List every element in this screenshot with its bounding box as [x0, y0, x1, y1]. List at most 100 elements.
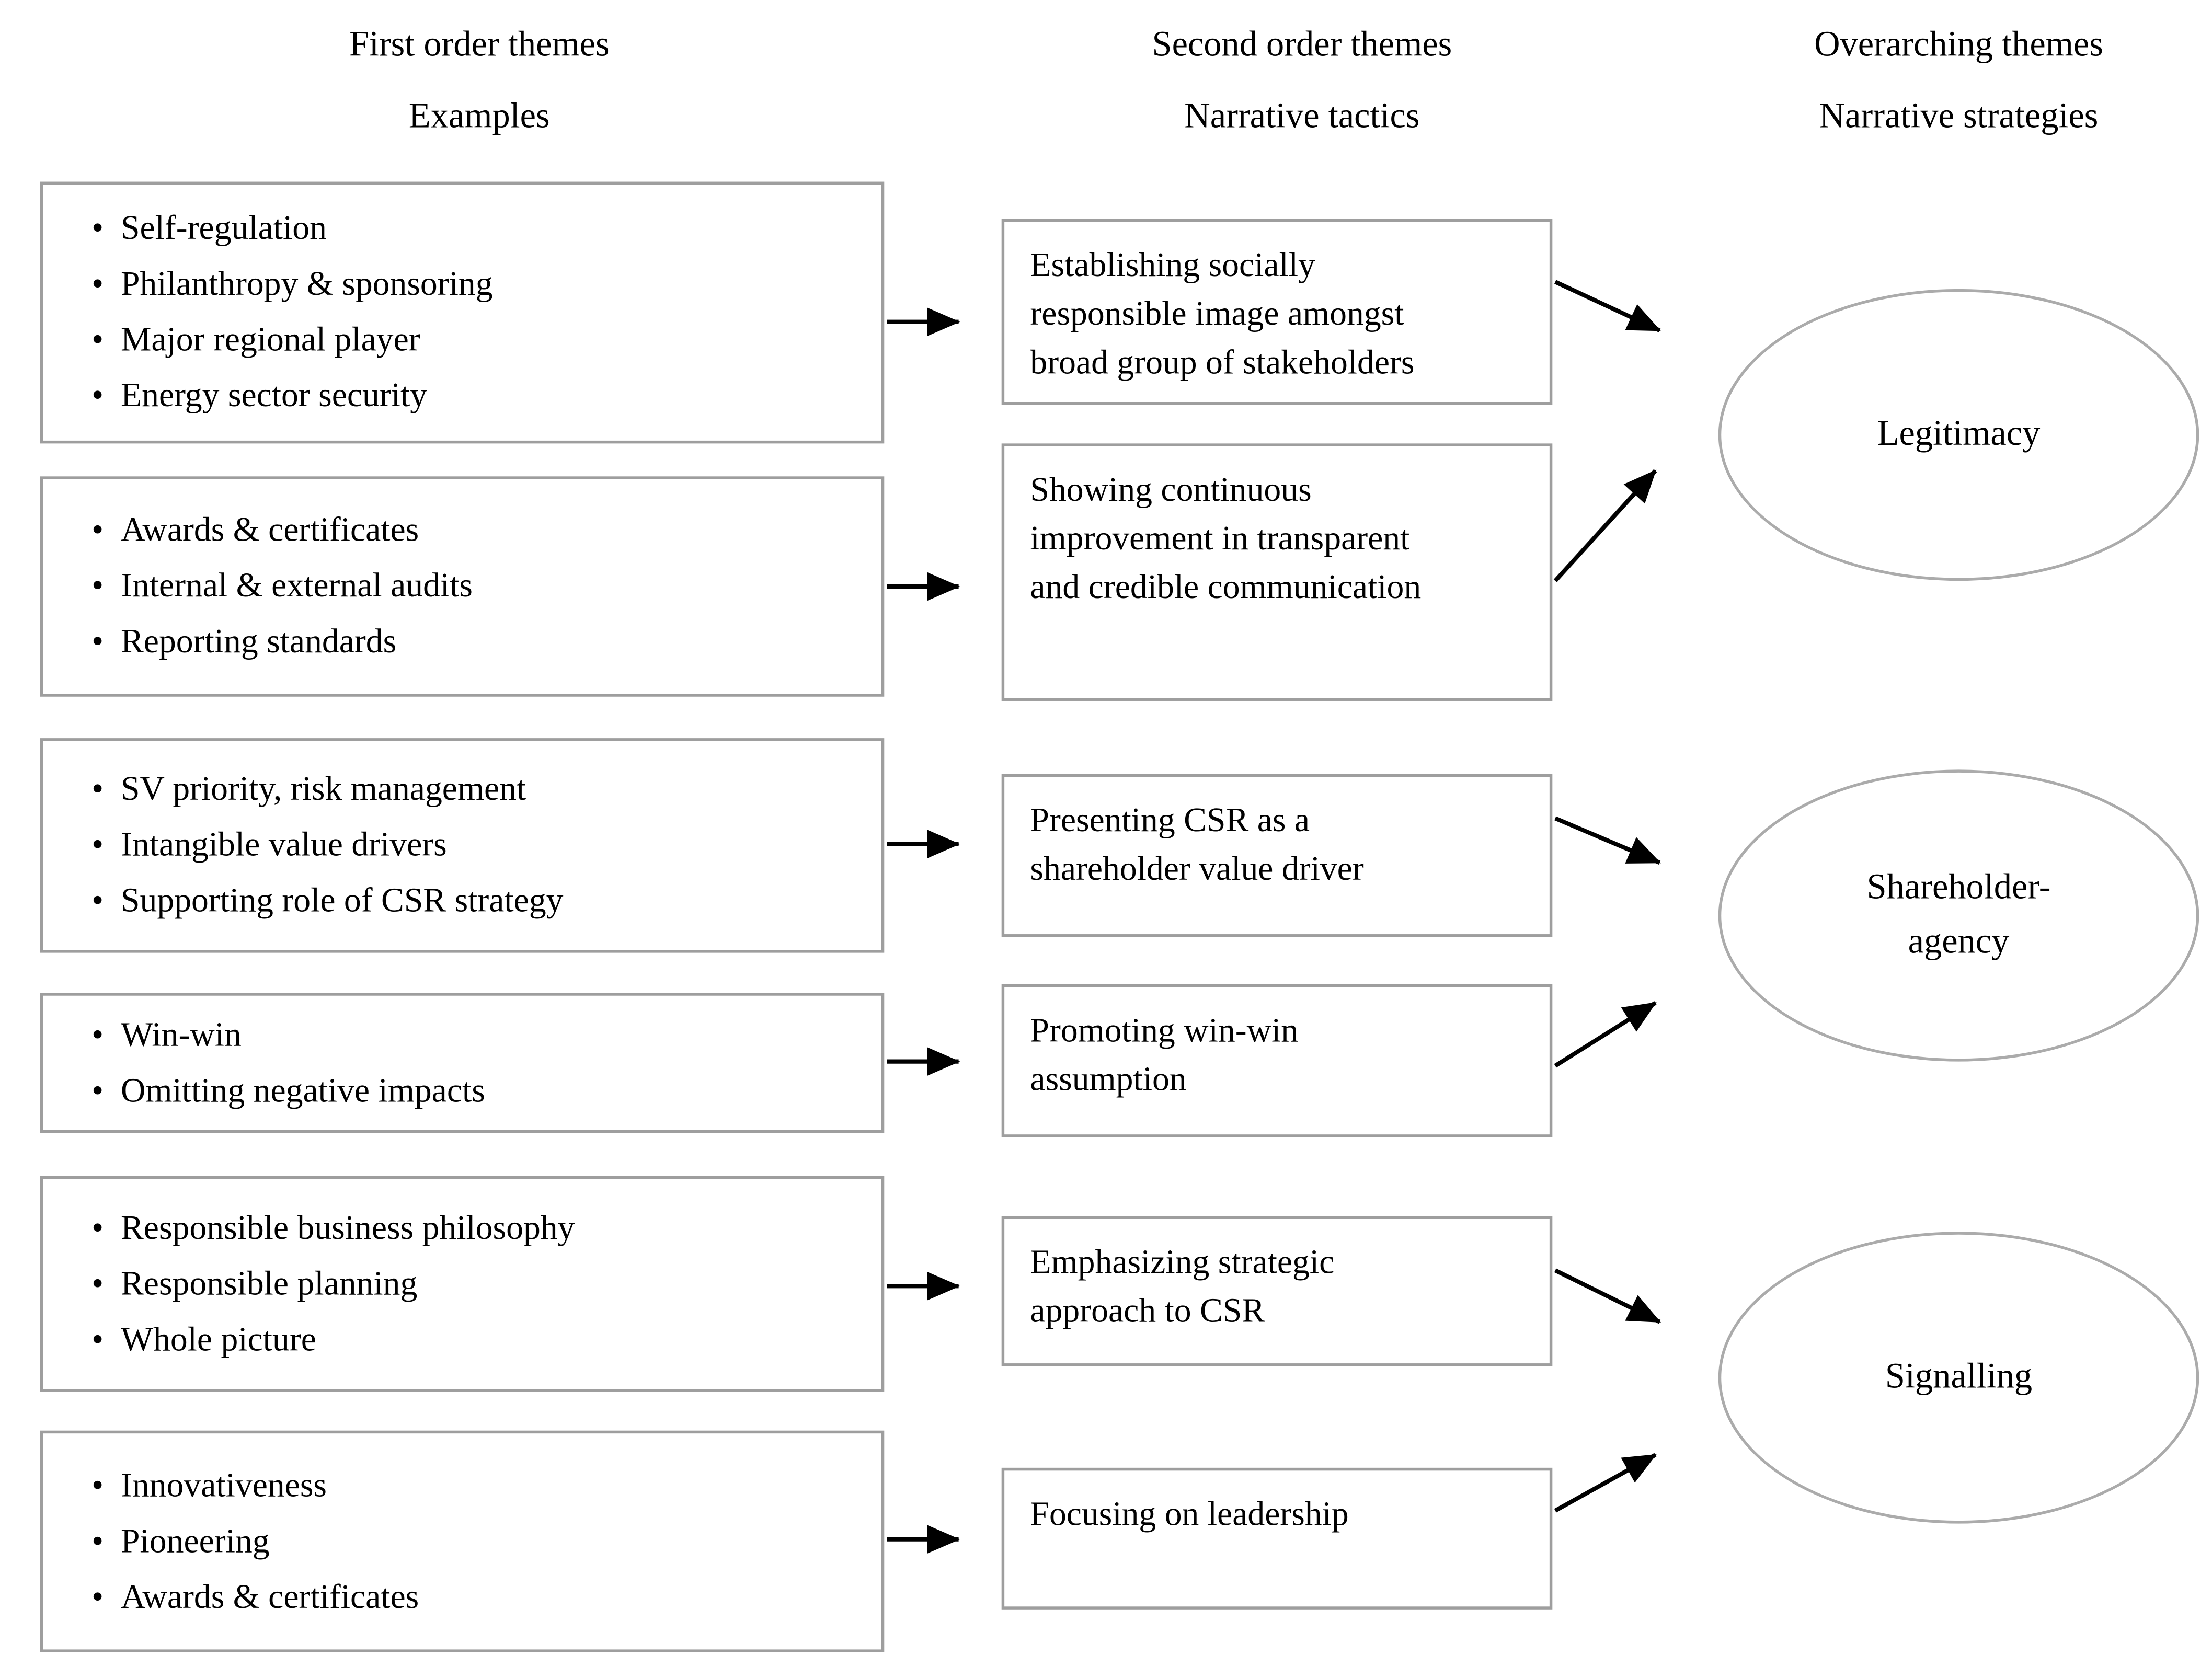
bullet-item: Internal & external audits — [91, 569, 881, 604]
bullet-icon — [91, 773, 104, 807]
tactic-box-3: Presenting CSR as a shareholder value dr… — [1001, 774, 1553, 937]
tactic-line: broad group of stakeholders — [1030, 344, 1415, 382]
tactic-box-6: Focusing on leadership — [1001, 1467, 1553, 1610]
bullet-text: Internal & external audits — [120, 568, 473, 605]
first-order-box-3: SV priority, risk management Intangible … — [40, 738, 885, 953]
bullet-item: Major regional player — [91, 323, 881, 358]
tactic-box-4: Promoting win-win assumption — [1001, 984, 1553, 1137]
bullet-icon — [91, 1468, 104, 1503]
tactic-line: Promoting win-win — [1030, 1013, 1299, 1050]
bullet-icon — [91, 1211, 104, 1246]
bullet-item: Self-regulation — [91, 212, 881, 246]
bullet-icon — [91, 212, 104, 246]
bullet-text: Responsible planning — [120, 1265, 418, 1303]
strategy-ellipse-signalling: Signalling — [1718, 1232, 2199, 1524]
bullet-text: Whole picture — [120, 1321, 316, 1359]
bullet-text: Supporting role of CSR strategy — [120, 882, 564, 920]
bullet-item: Innovativeness — [91, 1468, 881, 1503]
tactic-line: assumption — [1030, 1061, 1187, 1099]
bullet-item: Awards & certificates — [91, 513, 881, 548]
bullet-item: Responsible planning — [91, 1267, 881, 1301]
strategy-line: Legitimacy — [1877, 415, 2041, 454]
bullet-text: Pioneering — [120, 1523, 270, 1560]
first-order-box-1: Self-regulation Philanthropy & sponsorin… — [40, 181, 885, 444]
header-line: Overarching themes — [1814, 26, 2103, 65]
tactic-line: improvement in transparent — [1030, 521, 1410, 558]
tactic-line: Showing continuous — [1030, 472, 1312, 510]
bullet-icon — [91, 323, 104, 358]
bullet-text: Major regional player — [120, 321, 420, 359]
bullet-item: Intangible value drivers — [91, 829, 881, 863]
bullet-icon — [91, 379, 104, 413]
bullet-icon — [91, 1524, 104, 1559]
bullet-text: Omitting negative impacts — [120, 1072, 485, 1110]
column-header-overarching: Overarching themes Narrative strategies — [1695, 26, 2212, 137]
bullet-text: Responsible business philosophy — [120, 1209, 575, 1247]
bullet-text: Self-regulation — [120, 210, 327, 248]
bullet-icon — [91, 625, 104, 660]
bullet-item: Win-win — [91, 1018, 881, 1052]
arrow-tactic5-to-signalling — [1554, 1268, 1661, 1324]
bullet-text: Awards & certificates — [120, 512, 419, 549]
bullet-text: Intangible value drivers — [120, 826, 447, 864]
tactic-line: and credible communication — [1030, 569, 1422, 607]
header-line: Narrative tactics — [1184, 97, 1420, 136]
bullet-icon — [91, 513, 104, 548]
tactic-box-5: Emphasizing strategic approach to CSR — [1001, 1216, 1553, 1366]
header-line: Narrative strategies — [1819, 97, 2099, 136]
tactic-line: approach to CSR — [1030, 1293, 1265, 1331]
bullet-text: Reporting standards — [120, 624, 397, 661]
first-order-box-2: Awards & certificates Internal & externa… — [40, 476, 885, 697]
bullet-icon — [91, 829, 104, 863]
bullet-icon — [91, 1074, 104, 1108]
bullet-item: Pioneering — [91, 1524, 881, 1559]
bullet-item: Energy sector security — [91, 379, 881, 413]
bullet-icon — [91, 1267, 104, 1301]
bullet-icon — [91, 569, 104, 604]
tactic-box-1: Establishing socially responsible image … — [1001, 219, 1553, 405]
tactic-line: shareholder value driver — [1030, 851, 1364, 889]
bullet-text: SV priority, risk management — [120, 771, 526, 809]
bullet-icon — [91, 268, 104, 302]
strategy-ellipse-legitimacy: Legitimacy — [1718, 289, 2199, 581]
arrow-tactic4-to-shareholder — [1554, 1001, 1657, 1068]
arrow-tactic2-to-legitimacy — [1553, 469, 1657, 582]
bullet-item: Philanthropy & sponsoring — [91, 268, 881, 302]
header-line: First order themes — [349, 26, 610, 65]
strategy-ellipse-shareholder-agency: Shareholder- agency — [1718, 769, 2199, 1062]
first-order-box-5: Responsible business philosophy Responsi… — [40, 1176, 885, 1392]
tactic-line: Establishing socially — [1030, 247, 1315, 285]
bullet-text: Innovativeness — [120, 1467, 327, 1504]
header-line: Examples — [408, 97, 550, 136]
bullet-item: Omitting negative impacts — [91, 1074, 881, 1108]
bullet-item: Whole picture — [91, 1323, 881, 1357]
strategy-line: Signalling — [1885, 1358, 2033, 1397]
bullet-text: Awards & certificates — [120, 1578, 419, 1616]
bullet-icon — [91, 1323, 104, 1357]
strategy-line: agency — [1908, 923, 2010, 962]
bullet-text: Win-win — [120, 1016, 242, 1054]
bullet-item: Reporting standards — [91, 625, 881, 660]
tactic-line: Presenting CSR as a — [1030, 802, 1310, 840]
tactic-line: responsible image amongst — [1030, 296, 1404, 334]
bullet-icon — [91, 1018, 104, 1052]
bullet-item: Awards & certificates — [91, 1580, 881, 1615]
column-header-first-order: First order themes Examples — [57, 26, 901, 137]
bullet-text: Energy sector security — [120, 377, 428, 415]
bullet-item: Supporting role of CSR strategy — [91, 884, 881, 918]
bullet-icon — [91, 1580, 104, 1615]
arrow-tactic6-to-signalling — [1554, 1453, 1657, 1513]
bullet-icon — [91, 884, 104, 918]
strategy-line: Shareholder- — [1866, 868, 2051, 907]
first-order-box-6: Innovativeness Pioneering Awards & certi… — [40, 1430, 885, 1652]
first-order-box-4: Win-win Omitting negative impacts — [40, 993, 885, 1133]
tactic-line: Focusing on leadership — [1030, 1496, 1349, 1534]
bullet-item: Responsible business philosophy — [91, 1211, 881, 1246]
arrow-tactic3-to-shareholder — [1554, 816, 1661, 865]
tactic-line: Emphasizing strategic — [1030, 1244, 1335, 1282]
header-line: Second order themes — [1152, 26, 1452, 65]
bullet-text: Philanthropy & sponsoring — [120, 266, 493, 304]
tactic-box-2: Showing continuous improvement in transp… — [1001, 443, 1553, 701]
